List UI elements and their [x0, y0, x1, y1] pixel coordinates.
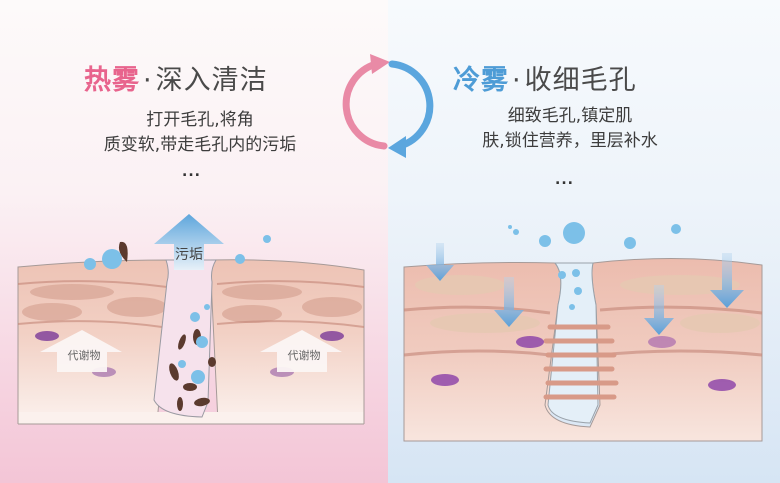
- title-separator: ·: [143, 65, 153, 96]
- title-separator: ·: [512, 65, 522, 96]
- description-line: 肤,锁住营养，里层补水: [482, 131, 658, 151]
- cold-mist-ellipsis: ...: [555, 172, 574, 188]
- hot-mist-skin-illustration: 污垢 代谢物 代谢物: [17, 214, 365, 425]
- cold-mist-title-accent: 冷雾: [453, 65, 509, 96]
- up-arrow-icon: [154, 214, 224, 270]
- hot-mist-title-accent: 热雾: [84, 65, 140, 96]
- down-arrow-icon: [644, 285, 674, 335]
- metabolite-label: 代谢物: [288, 348, 321, 362]
- hot-mist-title-rest: 深入清洁: [155, 65, 268, 96]
- down-arrow-icon: [494, 277, 524, 327]
- hot-mist-title: 热雾·深入清洁: [84, 58, 268, 97]
- blue-arrowhead: [388, 136, 406, 158]
- cycle-arrows-icon: [342, 54, 434, 158]
- metabolite-label: 代谢物: [68, 348, 101, 362]
- down-arrows: [426, 243, 744, 335]
- cold-mist-title: 冷雾·收细毛孔: [453, 58, 637, 97]
- pink-arc: [342, 60, 388, 150]
- description-line: 质变软,带走毛孔内的污垢: [103, 135, 297, 155]
- dirt-label: 污垢: [175, 247, 203, 263]
- down-arrow-icon: [426, 243, 454, 281]
- metabolite-arrow-left-icon: [40, 330, 122, 372]
- description-line: 细致毛孔,镇定肌: [507, 106, 633, 126]
- pink-arrowhead: [370, 54, 390, 74]
- cold-mist-title-rest: 收细毛孔: [524, 65, 637, 96]
- metabolite-arrow-right-icon: [260, 330, 342, 372]
- hot-mist-ellipsis: ...: [182, 164, 201, 180]
- description-line: 打开毛孔,将角: [146, 110, 254, 130]
- cold-mist-skin-illustration: [403, 222, 763, 442]
- hot-mist-description: 打开毛孔,将角 质变软,带走毛孔内的污垢: [60, 108, 340, 158]
- blue-arc: [388, 60, 434, 150]
- cold-mist-description: 细致毛孔,镇定肌 肤,锁住营养，里层补水: [440, 104, 700, 154]
- down-arrow-icon: [710, 253, 744, 308]
